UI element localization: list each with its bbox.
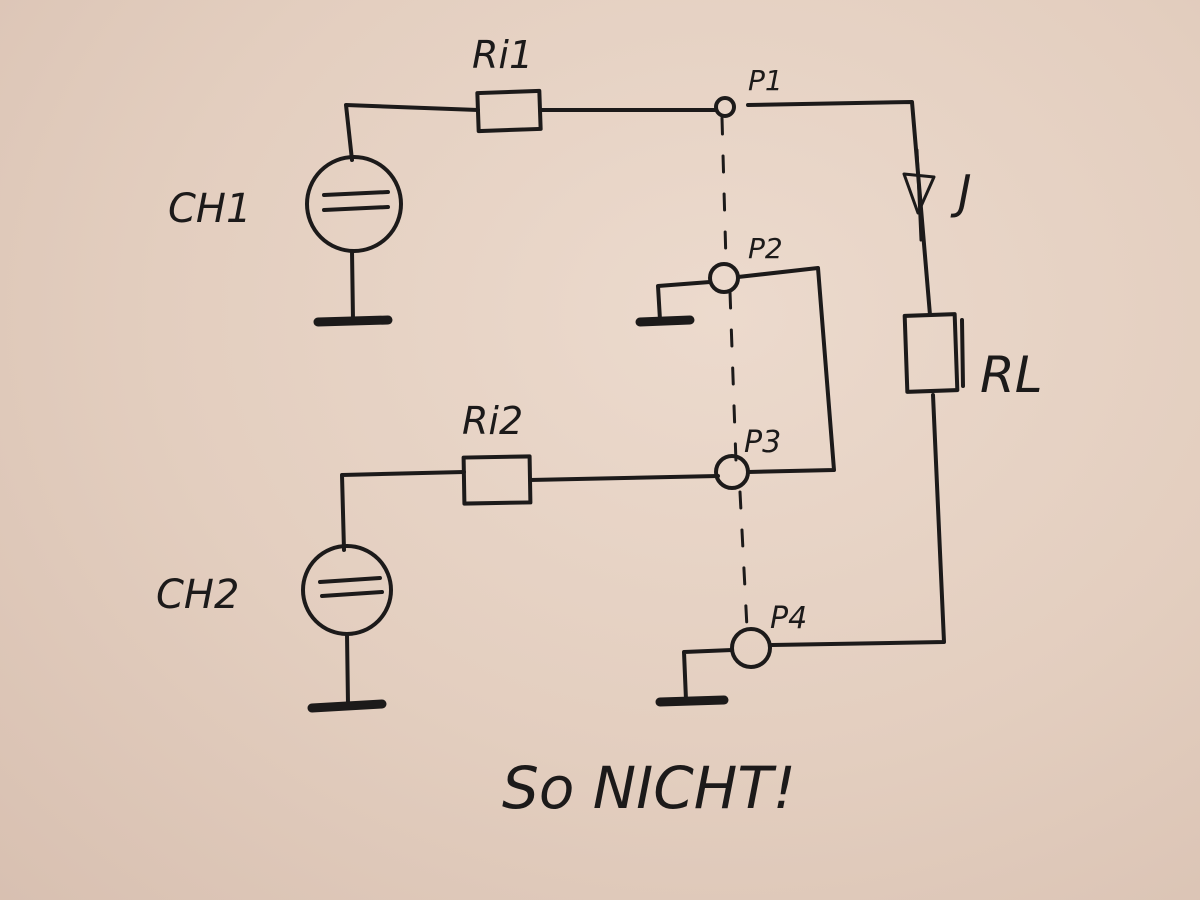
ground-symbol-ch1 [313,315,393,327]
wire-ch1-ground [350,249,355,322]
ground-symbol-p2 [635,315,695,327]
label-rl: RL [980,346,1043,404]
label-p1: P1 [748,64,783,97]
wire-ch2-top [340,470,466,552]
label-ri2: Ri2 [462,399,523,443]
label-p3: P3 [744,425,781,460]
load-branch [746,100,965,647]
source-ch2-lines [318,576,384,598]
caption-so-nicht: So NICHT! [502,754,796,822]
voltage-source-ch1 [305,155,403,253]
label-ri1: Ri1 [472,33,533,77]
contact-p4 [730,627,772,669]
ground-symbol-p4 [655,695,729,707]
label-p4: P4 [770,601,807,636]
resistor-ri1 [475,88,543,134]
label-ch1: CH1 [168,186,251,232]
ground-symbol-ch2 [307,699,387,713]
wire-ri2-p3 [528,474,720,482]
current-arrow [902,148,936,242]
wire-ch2-ground [345,632,350,706]
contact-p3 [714,454,750,490]
wire-p4-ground [682,648,734,702]
label-ch2: CH2 [156,572,239,618]
ch1-branch [305,88,718,327]
voltage-source-ch2 [301,544,393,636]
wire-ch1-top [344,103,480,162]
switch-contacts [635,96,836,707]
contact-p2 [708,262,740,294]
switch-dashed-link [720,116,749,630]
label-p2: P2 [748,232,783,265]
wire-p1-load [746,100,932,317]
resistor-ri2 [461,454,533,506]
label-current-j: J [950,165,972,219]
contact-p1 [714,96,736,118]
resistor-rl [902,312,960,394]
source-ch1-lines [322,190,390,212]
wire-p2-p3-loop [736,266,836,474]
wire-load-return [770,393,946,647]
rl-side-mark [960,318,965,388]
ch2-branch [301,454,720,713]
wire-p2-ground [656,280,712,322]
